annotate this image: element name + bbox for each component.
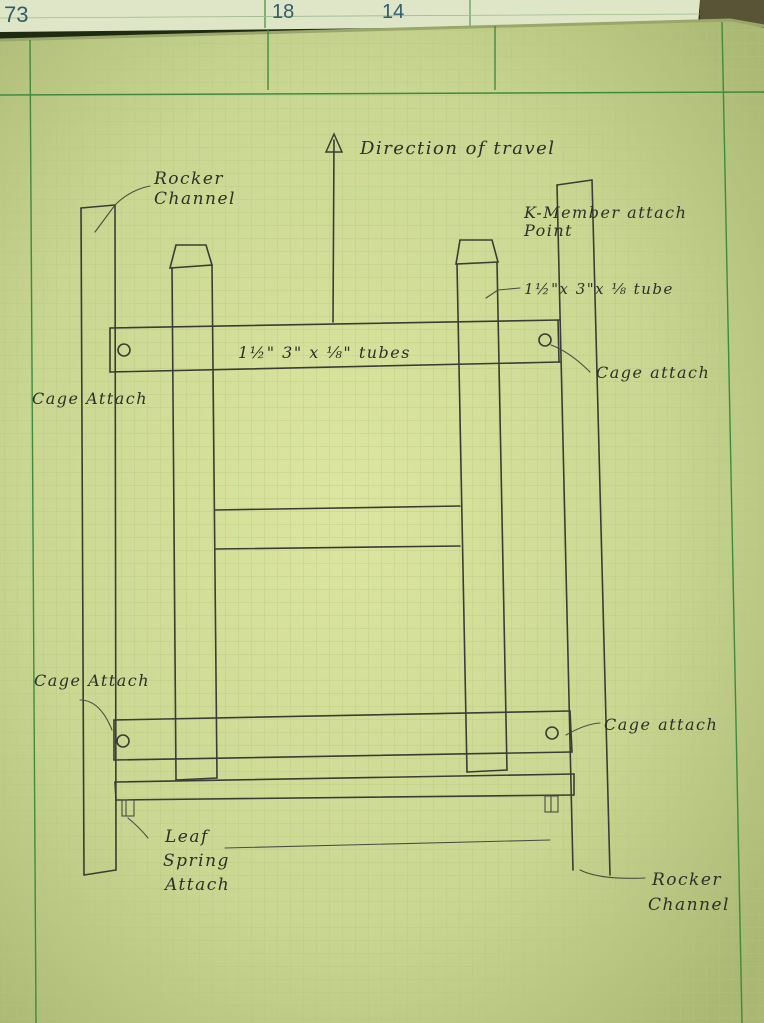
direction-label: Direction of travel <box>359 138 556 159</box>
cage-attach-top-right: Cage attach <box>596 363 710 382</box>
base-rail <box>114 773 575 801</box>
graph-paper <box>0 18 764 1023</box>
direction-arrow <box>324 132 344 323</box>
leaf-label-line3: Attach <box>163 875 230 895</box>
middle-crossmember <box>214 505 461 550</box>
rocker-left-label-line1: Rocker <box>153 169 224 189</box>
top-crossmember <box>109 319 561 373</box>
right-kmember-tube <box>455 239 521 773</box>
rocker-left-label-line2: Channel <box>154 189 236 209</box>
leaf-label-line2: Spring <box>163 851 230 871</box>
leaf-spring-tabs <box>121 795 559 849</box>
left-rocker-channel <box>80 185 151 876</box>
sheet-number-2: 18 <box>272 1 294 23</box>
right-rocker-channel <box>556 179 646 879</box>
sheet-number-1: 73 <box>4 2 28 27</box>
left-kmember-tube <box>168 244 218 781</box>
kmember-label-line2: Point <box>523 221 573 240</box>
cage-attach-bottom-left: Cage Attach <box>34 671 150 690</box>
cage-attach-bottom-right: Cage attach <box>604 715 718 734</box>
sheet-number-3: 14 <box>382 1 404 23</box>
rocker-right-label-line1: Rocker <box>651 870 722 890</box>
cage-attach-leaders <box>79 344 601 736</box>
center-tubes-label: 1½" 3" x ⅛" tubes <box>238 343 411 362</box>
leaf-label-line1: Leaf <box>164 827 210 847</box>
bottom-crossmember <box>113 710 573 761</box>
tube-spec-label: 1½"x 3"x ⅛ tube <box>524 280 674 298</box>
kmember-label-line1: K-Member attach <box>523 203 687 222</box>
rocker-right-label-line2: Channel <box>648 895 730 915</box>
cage-attach-top-left: Cage Attach <box>32 389 148 408</box>
